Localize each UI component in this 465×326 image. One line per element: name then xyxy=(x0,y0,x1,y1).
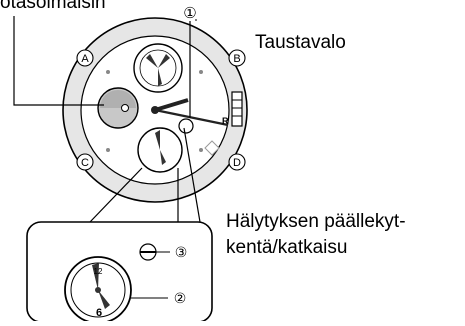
button-a[interactable]: A xyxy=(76,49,94,67)
label-backlight: Taustavalo xyxy=(255,32,346,53)
label-alarm-line2: kentä/katkaisu xyxy=(226,237,348,258)
button-d-label: D xyxy=(233,157,241,169)
top-subdial xyxy=(133,43,183,93)
r-mark: R xyxy=(222,116,229,126)
mode-indicator xyxy=(178,118,194,134)
marker-1: ① xyxy=(183,4,196,22)
leader-alarm xyxy=(183,127,201,223)
zoom-connector-left xyxy=(89,167,143,223)
marker-2: ② xyxy=(174,291,187,307)
zoom-dial-6: 6 xyxy=(96,307,102,319)
label-adjustment: otasolmaisin xyxy=(0,0,106,13)
button-b[interactable]: B xyxy=(228,49,246,67)
watch-body xyxy=(62,17,248,203)
button-b-label: B xyxy=(233,53,240,65)
leader-top-left xyxy=(13,16,104,106)
zoom-dial-12: 12 xyxy=(94,267,103,276)
diamond-mark xyxy=(204,140,220,156)
button-d[interactable]: D xyxy=(228,153,246,171)
button-a-label: A xyxy=(81,53,89,65)
crown xyxy=(231,91,243,127)
marker-3: ③ xyxy=(175,245,188,261)
zoom-box: ③ 12 6 ② xyxy=(26,221,213,324)
label-alarm-line1: Hälytyksen päällekyt- xyxy=(226,211,406,232)
button-c-label: C xyxy=(81,157,89,169)
center-hands xyxy=(151,98,229,127)
zoom-subdial: 12 6 xyxy=(64,256,132,324)
zoom-indicator: ③ xyxy=(139,243,188,261)
bottom-subdial xyxy=(137,127,183,173)
left-subdial xyxy=(97,87,139,129)
button-c[interactable]: C xyxy=(76,153,94,171)
